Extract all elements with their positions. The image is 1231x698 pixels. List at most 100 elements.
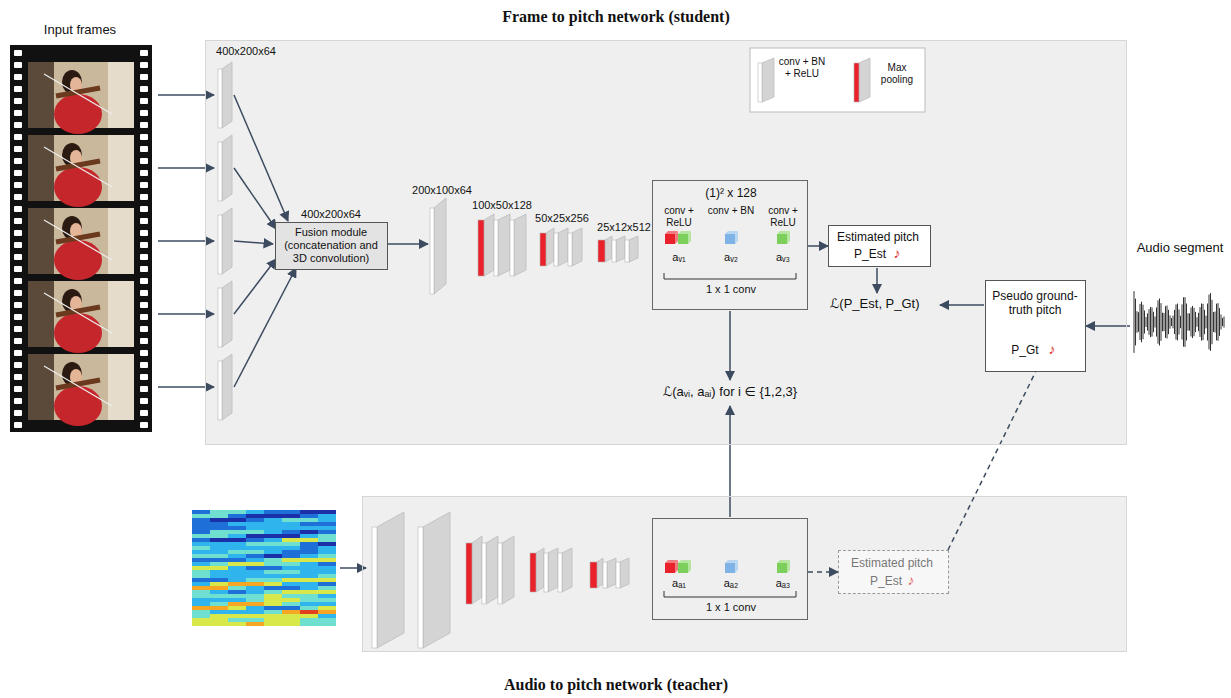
spectrogram-cell xyxy=(210,542,228,546)
spectrogram-cell xyxy=(318,590,336,594)
spectrogram-cell xyxy=(228,598,246,602)
spectrogram-cell xyxy=(282,618,300,622)
sprocket-hole xyxy=(14,110,22,116)
spectrogram-cell xyxy=(210,550,228,554)
cube-front xyxy=(777,234,787,244)
layer-plate-edge xyxy=(758,63,762,102)
symbol-text: P_Gt xyxy=(1004,343,1046,357)
layer-plate-edge xyxy=(372,527,377,648)
spectrogram-cell xyxy=(264,550,282,554)
activation-name: aᵥ₁ xyxy=(653,251,705,264)
spectrogram-cell xyxy=(264,514,282,518)
spectrogram-cell xyxy=(210,574,228,578)
spectrogram-cell xyxy=(246,538,264,542)
spectrogram-cell xyxy=(192,602,210,606)
spectrogram-cell xyxy=(228,562,246,566)
layer-plate xyxy=(222,62,232,128)
spectrogram-cell xyxy=(228,558,246,562)
cube-side xyxy=(787,560,790,573)
spectrogram-cell xyxy=(192,542,210,546)
spectrogram-cell xyxy=(318,594,336,598)
cube-side xyxy=(735,231,738,244)
spectrogram-cell xyxy=(228,622,246,626)
spectrogram-cell xyxy=(192,510,210,514)
spectrogram-cell xyxy=(228,570,246,574)
layer-plate xyxy=(620,558,629,588)
spectrogram-cell xyxy=(282,554,300,558)
spectrogram-cell xyxy=(318,598,336,602)
spectrogram-cell xyxy=(210,606,228,610)
spectrogram-cell xyxy=(228,566,246,570)
spectrogram-cell xyxy=(228,510,246,514)
spectrogram-cell xyxy=(264,522,282,526)
spectrogram-cell xyxy=(318,510,336,514)
sprocket-hole xyxy=(14,122,22,128)
symbol-text: P_Est xyxy=(849,247,891,261)
arrow xyxy=(234,95,288,221)
spectrogram-cell xyxy=(210,538,228,542)
layer-plate xyxy=(607,558,616,588)
layer-plate-edge xyxy=(498,543,502,604)
sprocket-hole xyxy=(140,302,148,308)
spectrogram-cell xyxy=(246,554,264,558)
panel-heading: Audio to pitch network (teacher) xyxy=(316,675,916,694)
player-dress xyxy=(54,240,102,280)
layer-plate xyxy=(423,512,450,648)
spectrogram-cell xyxy=(318,522,336,526)
layer-plate xyxy=(558,228,568,266)
spectrogram-cell xyxy=(300,530,318,534)
sprocket-hole xyxy=(14,62,22,68)
sprocket-hole xyxy=(14,386,22,392)
spectrogram-cell xyxy=(282,582,300,586)
arrow xyxy=(729,311,731,380)
spectrogram-cell xyxy=(210,546,228,550)
spectrogram-cell xyxy=(228,530,246,534)
spectrogram-cell xyxy=(210,534,228,538)
sprocket-hole xyxy=(14,314,22,320)
spectrogram-cell xyxy=(210,614,228,618)
spectrogram-cell xyxy=(192,570,210,574)
target-box: Pseudo ground-truth pitchP_Gt♪ xyxy=(985,280,1086,372)
spectrogram-cell xyxy=(210,510,228,514)
spectrogram-cell xyxy=(228,614,246,618)
sprocket-hole xyxy=(14,410,22,416)
layer-caption: conv + ReLU xyxy=(757,205,809,229)
spectrogram-cell xyxy=(282,518,300,522)
frame-window xyxy=(108,135,134,201)
layer-plate xyxy=(605,236,612,262)
spectrogram-cell xyxy=(246,566,264,570)
spectrogram-cell xyxy=(318,514,336,518)
spectrogram-cell xyxy=(282,546,300,550)
spectrogram-cell xyxy=(246,518,264,522)
layer-caption: conv + BN xyxy=(705,205,757,217)
spectrogram-cell xyxy=(318,518,336,522)
spectrogram-cell xyxy=(246,546,264,550)
sprocket-hole xyxy=(14,194,22,200)
spectrogram-cell xyxy=(228,514,246,518)
sprocket-hole xyxy=(140,278,148,284)
activation-name: aₐ₁ xyxy=(653,577,705,590)
sprocket-hole xyxy=(140,50,148,56)
spectrogram-cell xyxy=(318,546,336,550)
violin xyxy=(56,88,100,96)
layer-plate-edge xyxy=(218,142,222,201)
player-dress xyxy=(54,167,102,207)
spectrogram-cell xyxy=(192,582,210,586)
spectrogram-ground xyxy=(192,510,336,626)
sprocket-hole xyxy=(14,350,22,356)
frame-window xyxy=(108,281,134,347)
spectrogram-cell xyxy=(246,550,264,554)
dimension-label: 200x100x64 xyxy=(410,184,474,197)
sprocket-hole xyxy=(140,146,148,152)
spectrogram-cell xyxy=(282,574,300,578)
panel-label: Input frames xyxy=(20,22,140,38)
spectrogram-cell xyxy=(192,550,210,554)
spectrogram-cell xyxy=(228,602,246,606)
spectrogram-cell xyxy=(246,526,264,530)
spectrogram-cell xyxy=(300,606,318,610)
spectrogram-cell xyxy=(210,558,228,562)
spectrogram-cell xyxy=(228,526,246,530)
spectrogram-cell xyxy=(228,578,246,582)
spectrogram-cell xyxy=(300,614,318,618)
